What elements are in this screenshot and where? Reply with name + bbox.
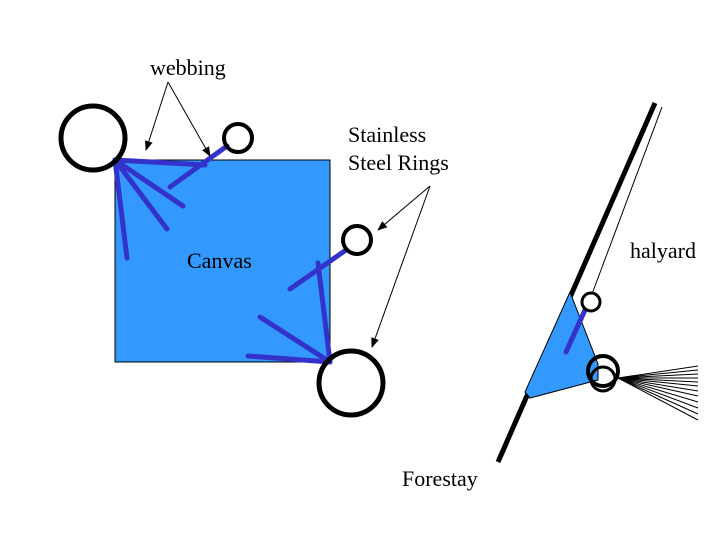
webbing-label: webbing	[150, 55, 226, 80]
small-ring-right	[341, 224, 373, 256]
large-ring-top-left	[58, 103, 128, 173]
bottom-right-webbing	[245, 247, 349, 365]
forestay-label: Forestay	[402, 466, 478, 491]
canvas-square	[114, 159, 331, 363]
halyard-label: halyard	[630, 238, 696, 263]
fan-lines	[617, 365, 699, 421]
rings-arrow-lower	[371, 185, 431, 348]
canvas-label: Canvas	[187, 248, 252, 273]
webbing-arrow-right	[167, 81, 211, 157]
tack-ring-inner	[589, 365, 617, 393]
forestay	[495, 101, 658, 464]
large-ring-bottom-right	[316, 348, 386, 418]
rings-arrow-upper	[377, 185, 431, 231]
rings-label-line1: Stainless	[348, 122, 426, 147]
top-left-webbing	[112, 143, 230, 261]
sail-patch	[524, 290, 599, 399]
rings-label-line2: Steel Rings	[348, 150, 449, 175]
halyard-ring	[580, 291, 602, 313]
tack-ring-outer	[586, 354, 620, 388]
small-ring-top	[222, 122, 254, 154]
webbing-arrow-left	[144, 81, 169, 151]
halyard-webbing	[563, 307, 588, 355]
halyard-line	[591, 106, 663, 295]
